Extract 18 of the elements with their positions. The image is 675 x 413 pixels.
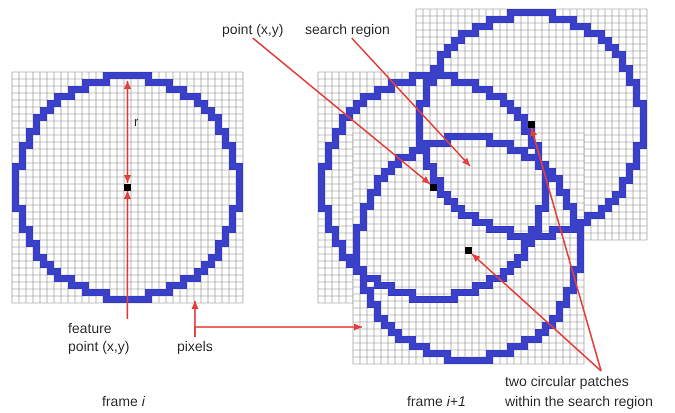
leader-line — [530, 128, 602, 372]
callout-label: two circular patches within the search region — [505, 371, 660, 411]
callout-label: search region — [305, 20, 390, 38]
callout-label: pixels — [177, 337, 213, 355]
marked-pixel — [465, 247, 472, 254]
frame-caption: frame i+1 — [407, 392, 466, 410]
frame-caption: frame i — [102, 392, 145, 410]
leader-line — [194, 324, 362, 337]
marked-pixel — [430, 184, 437, 191]
leader-line — [124, 191, 131, 319]
callout-label: point (x,y) — [222, 20, 284, 38]
leader-line — [351, 37, 471, 167]
marked-pixel — [124, 184, 131, 191]
leader-line — [252, 37, 430, 185]
radius-label: r — [134, 113, 138, 131]
marked-pixel — [528, 121, 535, 128]
callout-label: feature point (x,y) — [68, 319, 134, 355]
leader-line — [471, 253, 602, 372]
